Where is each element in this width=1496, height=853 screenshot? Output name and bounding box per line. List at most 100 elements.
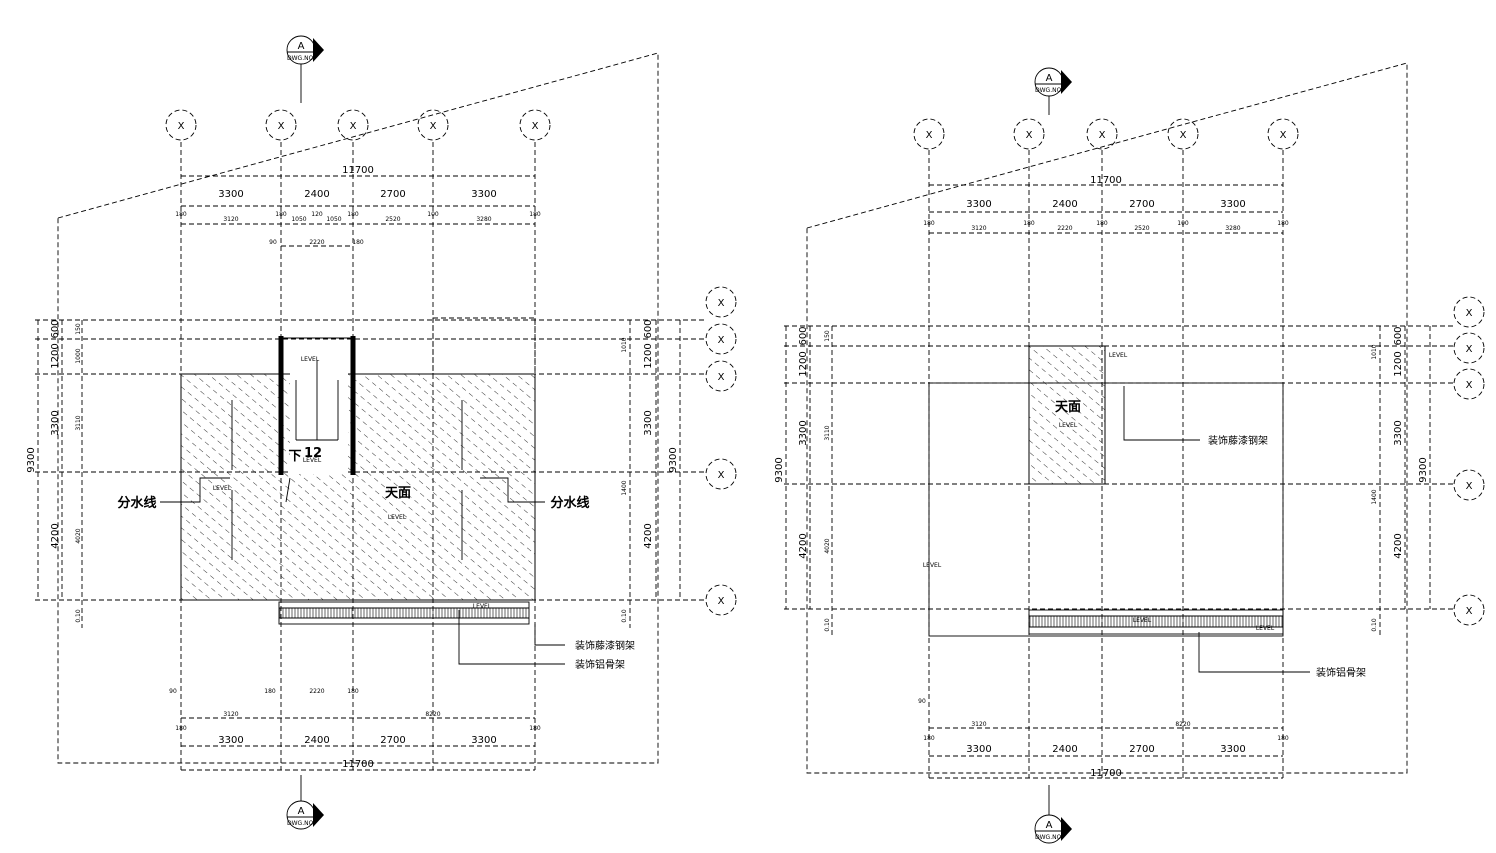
right-row-bubble-label-1: X — [1466, 308, 1473, 319]
left-dim-inner-4: 3280 — [476, 216, 491, 223]
left-grid-bubble-label-1: X — [178, 121, 185, 132]
left-dim-bottom-inner-2: 8220 — [425, 711, 440, 718]
left-level-label-roof: LEVEL — [213, 485, 232, 492]
right-dim-bay-1-bottom: 3300 — [966, 744, 991, 755]
right-dim-bottom-inner-2: 8220 — [1175, 721, 1190, 728]
left-dim-bay-2-bottom: 2400 — [304, 735, 329, 746]
right-dim-h-1200-right: 1200 — [1393, 351, 1404, 376]
right-building-outline — [928, 382, 1284, 637]
right-dim-h-600: 600 — [798, 326, 809, 345]
left-watershed-label-right: 分水线 — [550, 495, 589, 511]
right-callout-steel-frame: 装饰藤漆钢架 — [1208, 434, 1268, 447]
right-level-label-frame-1: LEVEL — [1133, 617, 1152, 624]
right-dim-height-total-right: 9300 — [1418, 457, 1429, 482]
right-dim-col: 180 — [1277, 735, 1289, 742]
left-dim-height-total: 9300 — [26, 447, 37, 472]
right-dim-bay-2: 2400 — [1052, 199, 1077, 210]
left-dim-h-600-right: 600 — [643, 319, 654, 338]
left-section-marker-bottom: A DWG.NO. — [286, 775, 324, 830]
right-level-label-left: LEVEL — [923, 562, 942, 569]
left-callout-aluminium-frame: 装饰铝骨架 — [575, 658, 625, 671]
left-dim-bay-4: 3300 — [471, 189, 496, 200]
left-dim-col: 180 — [175, 211, 187, 218]
left-dim-overall-bottom: 11700 — [342, 759, 374, 770]
right-roof-hatch — [1028, 345, 1106, 485]
left-dim-small-right: 0.10 — [621, 609, 628, 623]
left-dim-col: 180 — [347, 211, 359, 218]
left-dim-bay-2: 2400 — [304, 189, 329, 200]
left-callout-steel-frame: 装饰藤漆钢架 — [575, 639, 635, 652]
right-grid-bubble-3 — [1086, 118, 1118, 150]
section-letter: A — [1046, 73, 1053, 84]
left-dim-small-right: 1400 — [621, 480, 628, 495]
left-watershed-line-right — [480, 477, 545, 503]
right-row-bubble-label-5: X — [1466, 606, 1473, 617]
right-dim-bottom-inner-1: 3120 — [971, 721, 986, 728]
right-grid-bubble-label-1: X — [926, 130, 933, 141]
left-roof-label: 天面 — [385, 486, 411, 501]
right-dim-small-right: 1400 — [1371, 489, 1378, 504]
right-level-label-top: LEVEL — [1109, 352, 1128, 359]
right-row-bubble-label-4: X — [1466, 481, 1473, 492]
right-grid-bubble-row-3 — [1453, 368, 1485, 400]
section-letter: A — [298, 41, 305, 52]
left-dim-small-right: 1010 — [621, 337, 628, 352]
left-dim-stair-width: 2220 — [309, 239, 324, 246]
left-grid-bubble-3 — [337, 109, 369, 141]
section-sheet: DWG.NO. — [287, 55, 315, 62]
left-dim-h-1200-right: 1200 — [643, 343, 654, 368]
left-dim-small: 0.10 — [75, 609, 82, 623]
right-plan: X X X X X X X X X X A DWG.NO. A DWG.NO. — [774, 62, 1485, 844]
left-grid-bubble-2 — [265, 109, 297, 141]
right-dim-bay-2-bottom: 2400 — [1052, 744, 1077, 755]
right-dim-bay-1: 3300 — [966, 199, 991, 210]
left-grid-bubble-1 — [165, 109, 197, 141]
right-grid-bubble-label-5: X — [1280, 130, 1287, 141]
left-plan: X X X X X X X X X X A DWG.NO. A — [26, 35, 737, 830]
left-dim-col: 180 — [264, 688, 276, 695]
right-dim-bay-4-bottom: 3300 — [1220, 744, 1245, 755]
right-roof-label: 天面 — [1055, 400, 1081, 415]
right-level-label-roof: LEVEL — [1059, 422, 1078, 429]
right-dim-bay-4: 3300 — [1220, 199, 1245, 210]
right-level-label-frame-2: LEVEL — [1256, 625, 1275, 632]
left-grid-bubble-5 — [519, 109, 551, 141]
left-dim-small: 3110 — [75, 415, 82, 430]
right-dim-h-600-right: 600 — [1393, 326, 1404, 345]
right-grid-bubble-row-5 — [1453, 594, 1485, 626]
left-dim-stair-1: 1050 — [291, 216, 306, 223]
right-dim-height-total: 9300 — [774, 457, 785, 482]
right-dim-col: 180 — [1277, 220, 1289, 227]
left-grid-bubble-row-5 — [705, 584, 737, 616]
right-section-marker-top: A DWG.NO. — [1034, 67, 1072, 115]
left-dim-bay-4-bottom: 3300 — [471, 735, 496, 746]
left-row-bubble-label-1: X — [718, 298, 725, 309]
right-dim-inner-3: 2520 — [1134, 225, 1149, 232]
right-dim-col: 180 — [923, 735, 935, 742]
right-dim-h-3300-right: 3300 — [1393, 420, 1404, 445]
left-level-label-center: LEVEL — [388, 514, 407, 521]
right-dim-h-1200: 1200 — [798, 351, 809, 376]
left-row-bubble-label-5: X — [718, 596, 725, 607]
left-dim-col: 100 — [427, 211, 439, 218]
left-dim-bay-1: 3300 — [218, 189, 243, 200]
left-level-label-landing: LEVEL — [303, 457, 322, 464]
right-dim-small-right: 0.10 — [1371, 618, 1378, 632]
left-dim-col-90: 90 — [269, 239, 277, 246]
left-dim-h-1200: 1200 — [50, 343, 61, 368]
left-aluminium-frame — [278, 601, 530, 625]
right-section-marker-bottom: A DWG.NO. — [1034, 785, 1072, 844]
right-dim-col-90: 90 — [918, 698, 926, 705]
left-grid-bubble-4 — [417, 109, 449, 141]
left-dim-h-3300-right: 3300 — [643, 410, 654, 435]
right-grid-bubble-2 — [1013, 118, 1045, 150]
right-grid-bubble-row-1 — [1453, 296, 1485, 328]
left-dim-h-3300: 3300 — [50, 410, 61, 435]
left-row-bubble-label-3: X — [718, 372, 725, 383]
left-dim-h-4200: 4200 — [50, 523, 61, 548]
left-site-boundary — [57, 52, 659, 764]
right-dim-inner-4: 3280 — [1225, 225, 1240, 232]
left-level-label-frame: LEVEL — [473, 603, 492, 610]
left-dim-col: 180 — [347, 688, 359, 695]
left-dim-bay-3-bottom: 2700 — [380, 735, 405, 746]
